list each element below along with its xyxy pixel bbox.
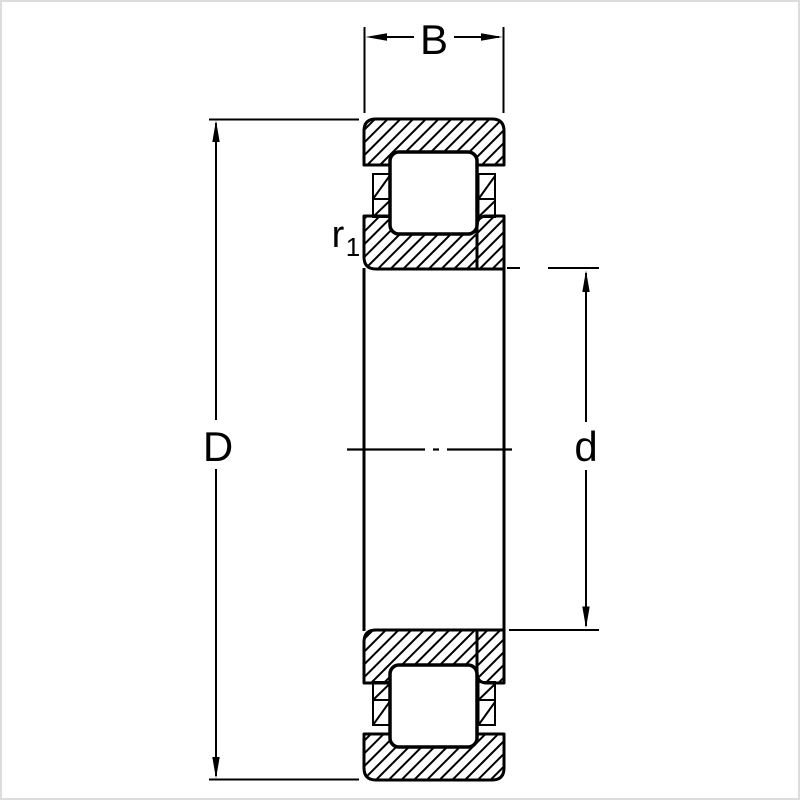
cage-bottom-left xyxy=(372,681,391,726)
arrow-B-right xyxy=(481,33,503,41)
arrow-B-left xyxy=(365,33,387,41)
cage-bottom-right xyxy=(477,681,496,726)
label-bore-diameter-d: d xyxy=(574,423,597,470)
arrow-d-bottom xyxy=(582,606,590,628)
dimension-d: d xyxy=(507,267,599,631)
label-fillet-subscript-1: 1 xyxy=(346,232,360,262)
dimension-B: B xyxy=(363,16,505,113)
bearing-bottom-section xyxy=(362,628,506,782)
label-outside-diameter-D: D xyxy=(203,423,233,470)
bearing-top-section xyxy=(362,117,506,271)
arrow-D-bottom xyxy=(212,757,220,779)
loose-flange-top-section xyxy=(475,214,506,271)
label-fillet-radius-r1: r 1 xyxy=(332,214,361,262)
dimension-D: D xyxy=(203,118,359,781)
arrow-D-top xyxy=(212,120,220,142)
roller-bottom xyxy=(388,663,479,749)
cage-top-right xyxy=(477,173,496,218)
cage-top-left xyxy=(372,173,391,218)
loose-flange-bottom-section xyxy=(475,628,506,685)
arrow-d-top xyxy=(582,270,590,292)
label-width-B: B xyxy=(420,16,448,63)
label-fillet-r: r xyxy=(332,214,345,256)
roller-top xyxy=(388,150,479,236)
